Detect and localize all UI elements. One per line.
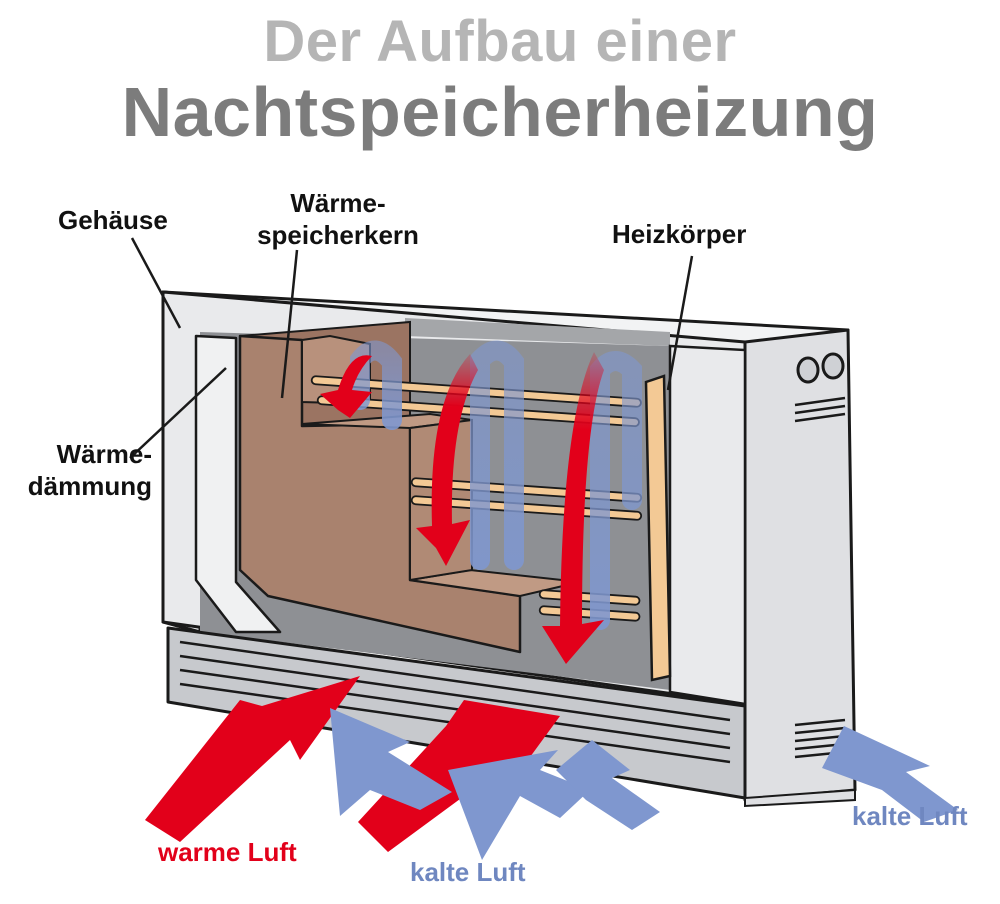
label-waermedaemmung-line2: dämmung xyxy=(27,471,152,501)
label-waermespeicherkern-line2: speicherkern xyxy=(257,220,419,250)
leader-lines xyxy=(129,237,694,459)
label-heizkoerper: Heizkörper xyxy=(612,219,747,249)
label-waermespeicherkern-line1: Wärme- xyxy=(290,188,386,218)
warm-air-inside xyxy=(320,352,604,664)
label-waermedaemmung-line1: Wärme- xyxy=(56,439,152,469)
cold-air-in-arrows xyxy=(330,708,958,860)
label-gehaeuse: Gehäuse xyxy=(58,205,168,235)
label-kalte-luft-right: kalte Luft xyxy=(852,801,968,831)
label-warme-luft: warme Luft xyxy=(158,837,297,867)
label-kalte-luft-center: kalte Luft xyxy=(410,857,526,887)
label-waermespeicherkern: Wärme- speicherkern xyxy=(238,187,438,251)
title-line-1: Der Aufbau einer xyxy=(263,9,737,74)
title-line-2: Nachtspeicherheizung xyxy=(121,73,879,151)
label-waermedaemmung: Wärme- dämmung xyxy=(4,438,152,502)
